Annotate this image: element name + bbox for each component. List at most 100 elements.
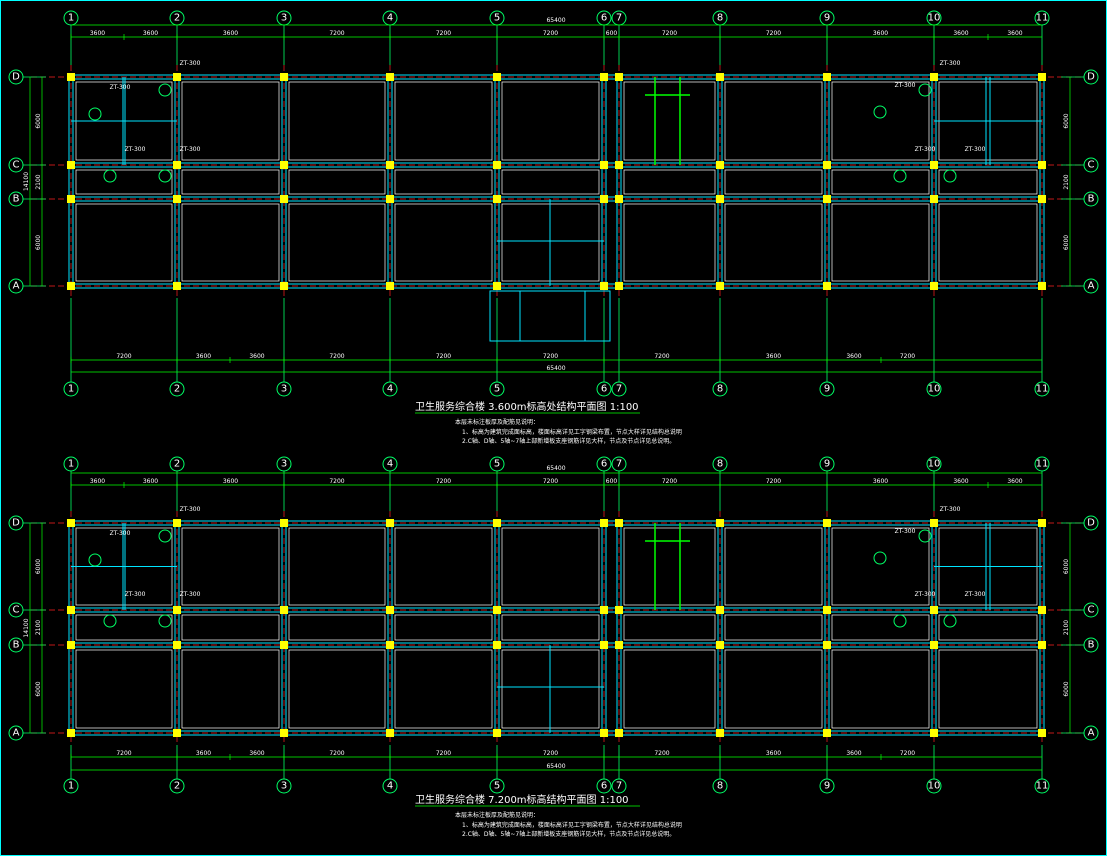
slab-panel: [181, 203, 280, 282]
slab-panel: [938, 649, 1038, 729]
total-dimension: 14100: [23, 172, 30, 191]
slab-panel: [75, 203, 173, 282]
column: [280, 641, 288, 649]
axis-bubble: [926, 778, 942, 794]
slab-label: ZT-300: [940, 506, 961, 513]
axis-bubble: [489, 381, 505, 397]
column: [823, 195, 831, 203]
slab-panel: [394, 169, 493, 195]
slab-label: ZT-300: [895, 82, 916, 89]
column: [930, 195, 938, 203]
column: [493, 641, 501, 649]
axis-letter: B: [1088, 640, 1095, 651]
slab-panel: [938, 614, 1038, 641]
span-dimension: 3600: [953, 478, 968, 485]
span-dimension: 7200: [329, 353, 344, 360]
slab-panel: [623, 649, 716, 729]
note-heading: 本层未标注板厚及配筋见说明：: [455, 811, 539, 819]
slab-panel: [831, 527, 930, 606]
column: [930, 73, 938, 81]
axis-bubble: [712, 456, 728, 472]
column: [173, 606, 181, 614]
column: [716, 161, 724, 169]
span-dimension: 3600: [143, 30, 158, 37]
slab-panel: [623, 169, 716, 195]
column: [716, 729, 724, 737]
span-dimension: 3600: [196, 353, 211, 360]
column: [493, 282, 501, 290]
slab-panel: [181, 614, 280, 641]
span-dimension: 7200: [766, 478, 781, 485]
column: [173, 519, 181, 527]
slab-panel: [623, 203, 716, 282]
axis-number: 6: [601, 459, 607, 470]
axis-bubble: [63, 456, 79, 472]
axis-letter: A: [1088, 728, 1095, 739]
axis-bubble: [489, 778, 505, 794]
slab-label: ZT-300: [110, 530, 131, 537]
column: [493, 195, 501, 203]
slab-label: ZT-300: [180, 591, 201, 598]
axis-bubble: [712, 778, 728, 794]
axis-number: 4: [387, 459, 393, 470]
axis-letter: D: [12, 518, 20, 529]
column: [67, 161, 75, 169]
span-dimension: 3600: [90, 30, 105, 37]
column: [280, 606, 288, 614]
axis-number: 5: [494, 384, 500, 395]
span-dimension: 3600: [953, 30, 968, 37]
axis-letter: D: [1087, 72, 1095, 83]
column: [1038, 282, 1046, 290]
span-dimension: 3600: [223, 478, 238, 485]
axis-bubble: [169, 456, 185, 472]
slab-panel: [724, 649, 823, 729]
detail-bubble: [873, 551, 887, 565]
slab-panel: [501, 614, 600, 641]
column: [600, 282, 608, 290]
axis-number: 10: [928, 781, 941, 792]
span-dimension: 3600: [1007, 478, 1022, 485]
axis-number: 7: [616, 384, 622, 395]
slab-panel: [394, 649, 493, 729]
span-dimension: 3600: [196, 750, 211, 757]
column: [280, 195, 288, 203]
axis-bubble: [169, 778, 185, 794]
slab-panel: [831, 203, 930, 282]
plan-title: 卫生服务综合楼 3.600m标高处结构平面图 1:100: [415, 400, 639, 413]
detail-bubble: [158, 169, 172, 183]
axis-bubble: [276, 456, 292, 472]
axis-number: 9: [824, 459, 830, 470]
span-dimension: 3600: [90, 478, 105, 485]
axis-number: 7: [616, 781, 622, 792]
span-dimension: 7200: [662, 478, 677, 485]
column: [386, 519, 394, 527]
span-dimension: 7200: [654, 750, 669, 757]
column: [67, 195, 75, 203]
axis-bubble: [611, 456, 627, 472]
axis-letter: A: [13, 728, 20, 739]
axis-number: 10: [928, 384, 941, 395]
axis-bubble: [382, 778, 398, 794]
slab-panel: [394, 203, 493, 282]
span-dimension: 3600: [1007, 30, 1022, 37]
slab-panel: [501, 81, 600, 161]
slab-panel: [181, 649, 280, 729]
column: [716, 282, 724, 290]
axis-letter: B: [13, 640, 20, 651]
span-dimension: 6000: [35, 559, 42, 574]
axis-number: 2: [174, 459, 180, 470]
axis-bubble: [1034, 456, 1050, 472]
axis-letter: B: [13, 194, 20, 205]
span-dimension: 3600: [223, 30, 238, 37]
slab-panel: [623, 527, 716, 606]
span-dimension: 7200: [543, 478, 558, 485]
axis-bubble: [489, 456, 505, 472]
axis-letter: C: [13, 605, 20, 616]
slab-label: ZT-300: [915, 591, 936, 598]
axis-number: 2: [174, 384, 180, 395]
column: [67, 519, 75, 527]
detail-bubble: [158, 614, 172, 628]
note-line: 1、标高为建筑完成面标高，楼面标高详见工字钢梁布置，节点大样详见结构总说明: [462, 821, 682, 829]
